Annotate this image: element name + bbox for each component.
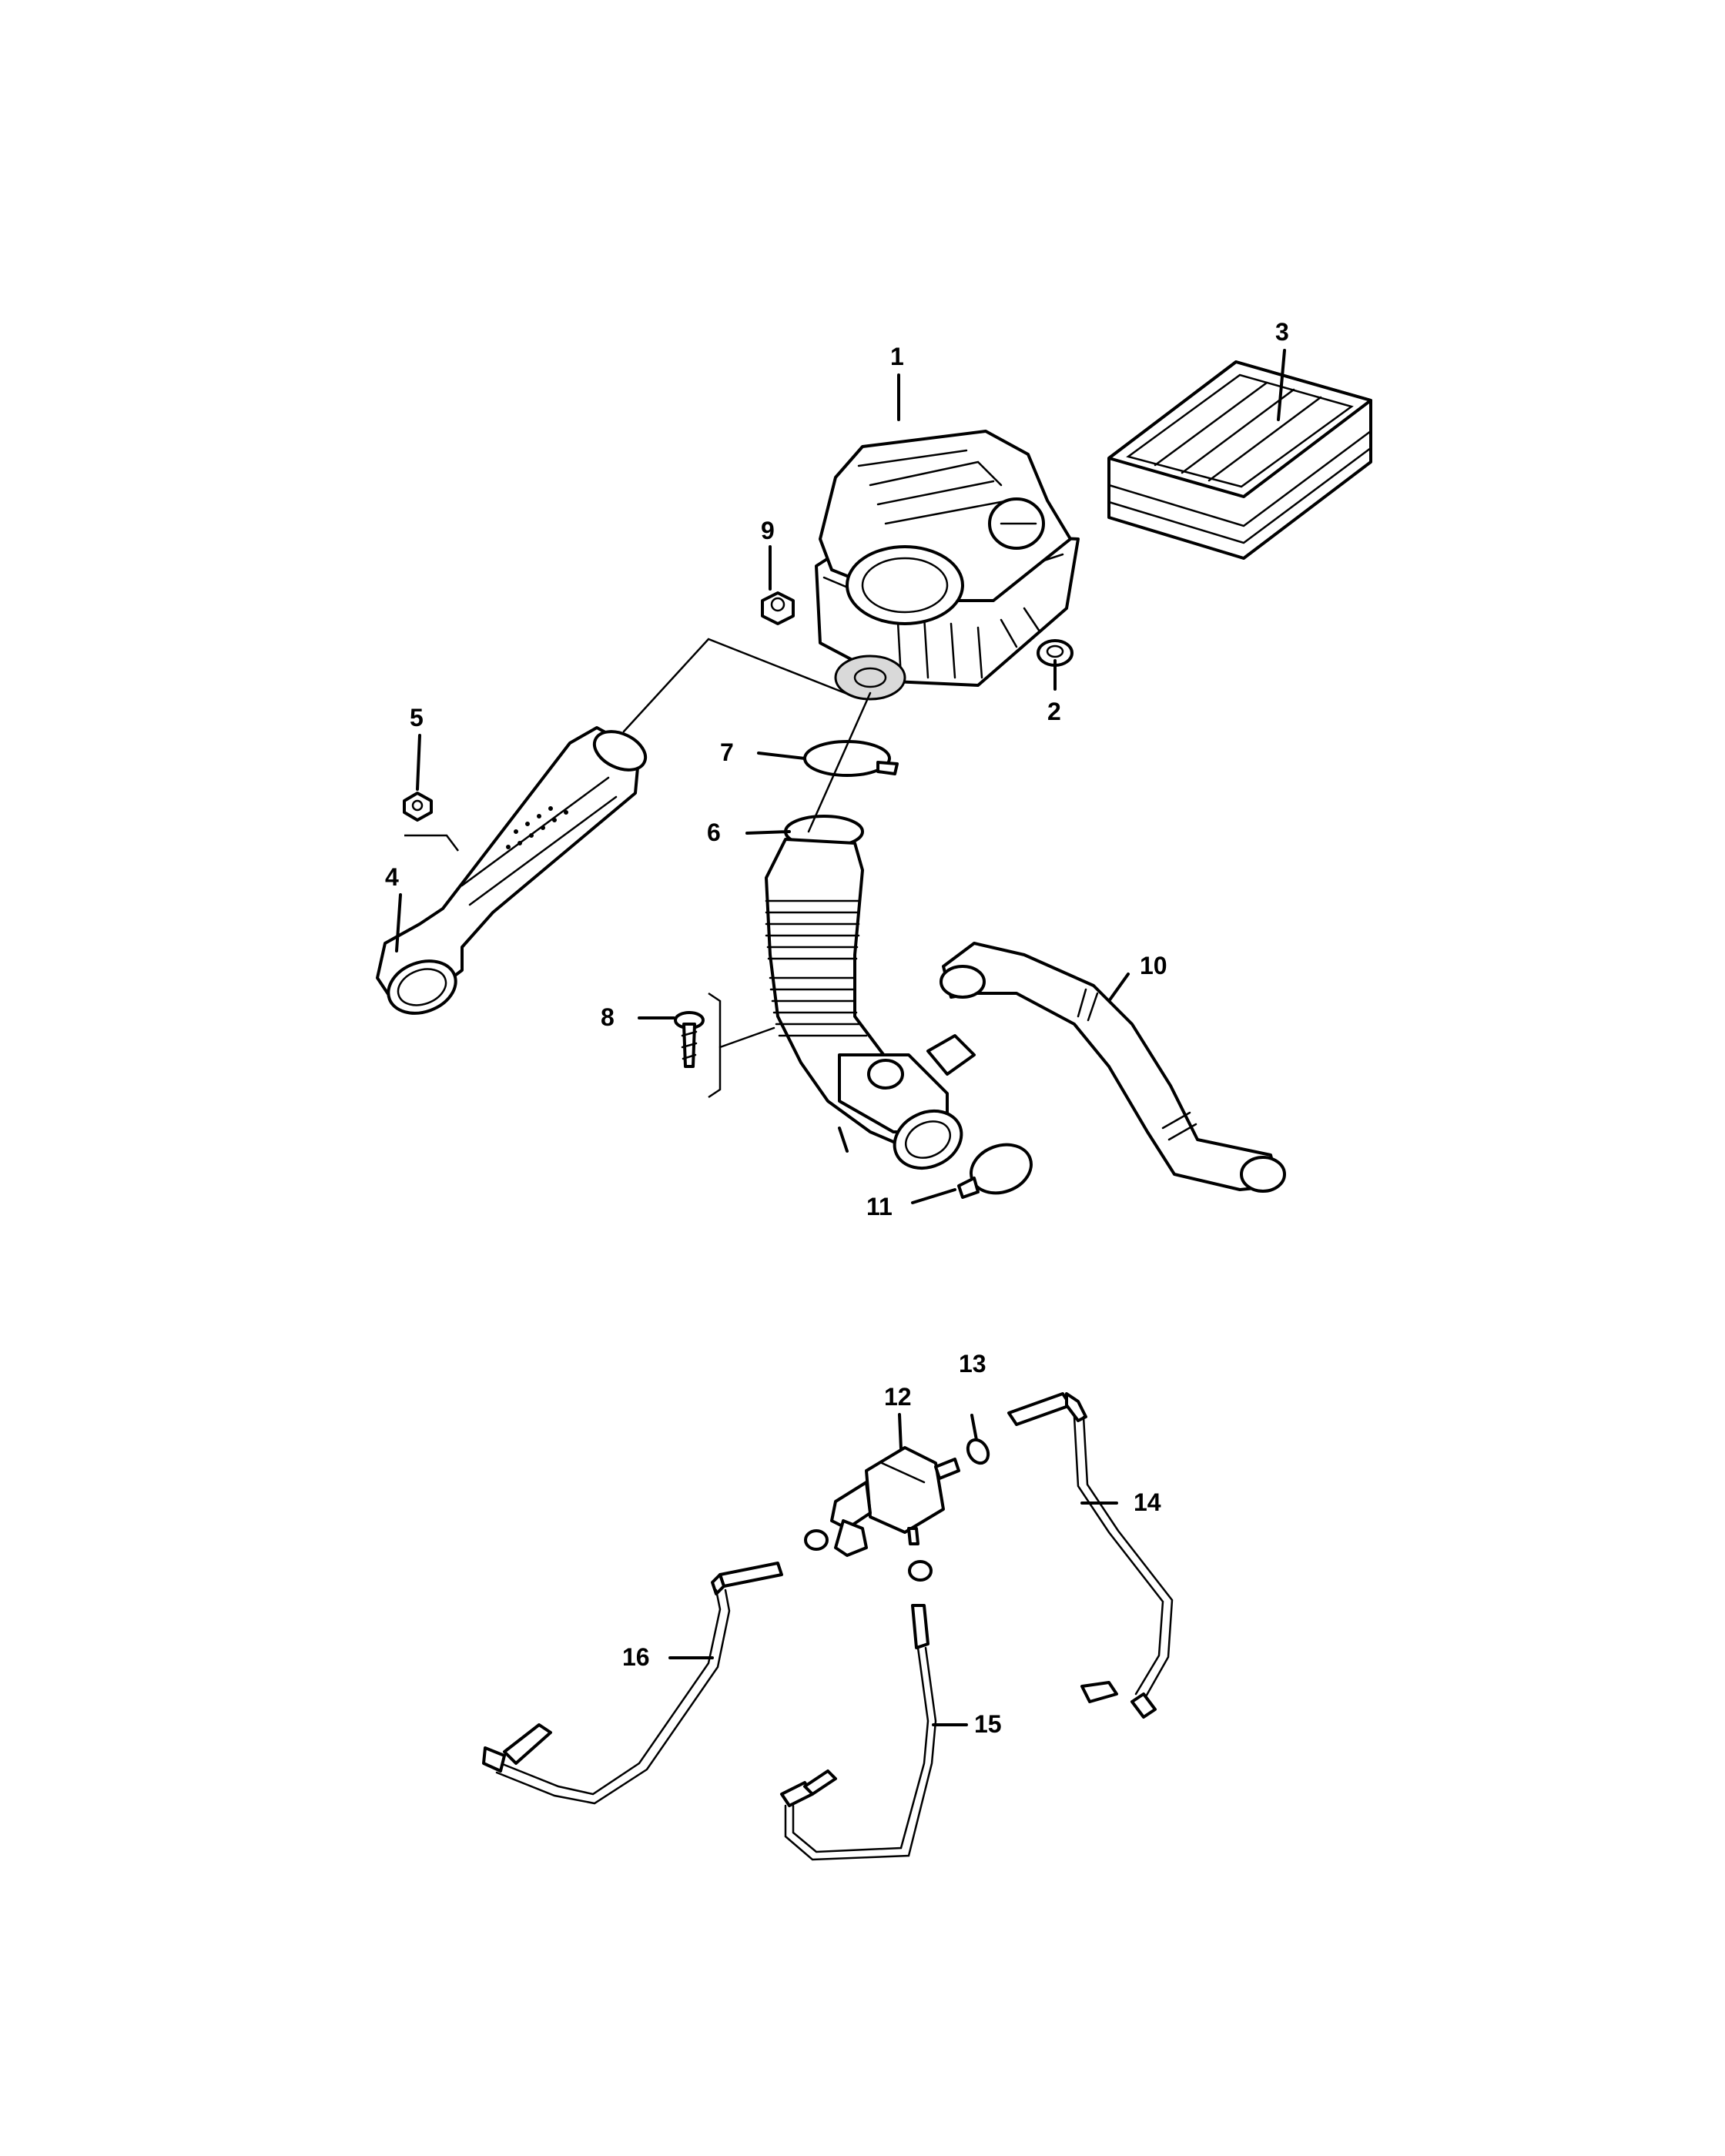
callout-6: 6 (707, 819, 721, 846)
callout-11: 11 (866, 1193, 893, 1220)
callout-5: 5 (410, 704, 424, 732)
hose-clamp-bottom (908, 1560, 933, 1582)
callout-9: 9 (761, 517, 775, 544)
part-12-solenoid-valve (830, 1446, 960, 1557)
callout-14: 14 (1134, 1488, 1161, 1516)
part-13-clamp (966, 1438, 990, 1465)
bracket-5 (404, 834, 459, 852)
part-8-screw (674, 1011, 705, 1068)
callout-7: 7 (720, 738, 734, 766)
part-14-hose (1007, 1392, 1174, 1719)
callout-2: 2 (1047, 698, 1061, 725)
bracket-8 (708, 992, 722, 1099)
assembly-line-8 (718, 1026, 775, 1049)
part-9-nut (761, 591, 795, 625)
callout-15: 15 (974, 1710, 1002, 1738)
callout-12: 12 (884, 1383, 912, 1411)
callout-4: 4 (385, 863, 399, 891)
leader-lines (395, 349, 1286, 1726)
hose-clamp-left (804, 1529, 829, 1551)
part-3-air-filter-element (1107, 360, 1372, 560)
part-7-clamp (803, 740, 899, 777)
part-5-clip-nut (403, 792, 433, 822)
callout-1: 1 (890, 343, 904, 370)
part-10-hose (940, 942, 1286, 1193)
part-1-air-cleaner-housing (815, 430, 1080, 701)
callout-16: 16 (622, 1643, 650, 1671)
duct-perforation-pattern (506, 806, 568, 849)
callout-3: 3 (1275, 318, 1289, 346)
callout-13: 13 (959, 1350, 986, 1378)
callout-labels: 1 2 3 4 5 6 7 8 9 10 11 12 13 14 15 16 (385, 318, 1289, 1738)
assembly-line-housing-to-hose (807, 691, 872, 833)
part-11-clamp (957, 1143, 1033, 1199)
part-16-hose (482, 1562, 783, 1805)
air-intake-hose (765, 838, 976, 1170)
callout-8: 8 (601, 1003, 615, 1031)
hose-corrugations (765, 899, 868, 1037)
part-15-hose (780, 1604, 937, 1861)
callout-10: 10 (1140, 952, 1167, 979)
part-4-air-inlet-duct (376, 726, 648, 1015)
assembly-line-duct-to-housing (622, 638, 856, 733)
